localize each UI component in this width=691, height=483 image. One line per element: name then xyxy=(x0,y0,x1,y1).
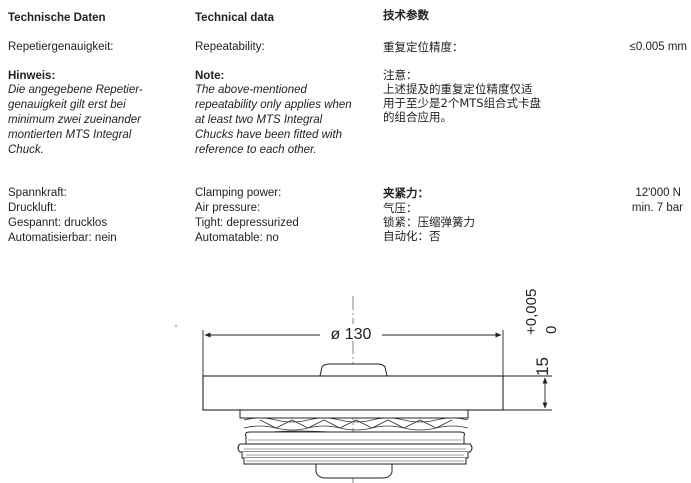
air-label-de: Druckluft: xyxy=(8,202,57,214)
note-line-zh: 上述提及的重复定位精度仅适 xyxy=(383,82,533,96)
note-line-zh: 用于至少是2个MTS组合式卡盘 xyxy=(383,96,542,110)
note-line-en: reference to each other. xyxy=(195,144,317,156)
auto-label-en: Automatable: no xyxy=(195,232,279,244)
note-line-de: minimum zwei zueinander xyxy=(8,114,141,126)
note-line-de: Die angegebene Repetier- xyxy=(8,84,143,96)
diameter-label: ø 130 xyxy=(331,326,372,343)
repeat-label-zh: 重复定位精度： xyxy=(383,40,464,54)
air-label-en: Air pressure: xyxy=(195,202,261,214)
note-line-de: Chuck. xyxy=(8,144,44,156)
air-value: min. 7 bar xyxy=(631,202,683,214)
note-line-en: at least two MTS Integral xyxy=(195,114,323,126)
note-line-de: genauigkeit gilt erst bei xyxy=(8,99,126,111)
note-title-en: Note: xyxy=(195,70,225,82)
lower-flange xyxy=(239,409,469,419)
stray-dot xyxy=(175,325,177,327)
note-line-en: repeatability only applies when xyxy=(195,99,352,111)
repeat-label-de: Repetiergenauigkeit: xyxy=(8,41,114,53)
auto-label-zh: 自动化：否 xyxy=(383,229,441,243)
top-boss xyxy=(319,363,388,377)
note-line-en: Chucks have been fitted with xyxy=(195,129,343,141)
note-line-zh: 的组合应用。 xyxy=(383,110,452,124)
repeat-value: ≤0.005 mm xyxy=(629,41,687,53)
body-grooves xyxy=(244,439,466,462)
note-title-de: Hinweis: xyxy=(8,70,56,82)
clamp-label-en: Clamping power: xyxy=(195,187,282,199)
clamp-value: 12'000 N xyxy=(635,187,681,199)
note-line-de: montierten MTS Integral xyxy=(8,129,132,141)
clamp-label-de: Spannkraft: xyxy=(8,187,67,199)
repeat-label-en: Repeatability: xyxy=(195,41,265,53)
diameter-label-bg xyxy=(320,324,382,341)
tight-label-zh: 锁紧：压缩弹簧力 xyxy=(383,215,475,229)
height-label: 15 xyxy=(533,357,552,376)
note-line-en: The above-mentioned xyxy=(195,84,307,96)
auto-label-de: Automatisierbar: nein xyxy=(8,232,117,244)
tolerance-upper: +0,005 xyxy=(523,289,540,335)
heading-de: Technische Daten xyxy=(8,12,106,24)
main-plate xyxy=(202,375,504,411)
air-label-zh: 气压： xyxy=(383,201,418,215)
tight-label-de: Gespannt: drucklos xyxy=(8,217,108,229)
clamp-label-zh: 夹紧力： xyxy=(383,186,429,200)
tight-label-en: Tight: depressurized xyxy=(195,217,299,229)
heading-zh: 技术参数 xyxy=(383,8,429,22)
lower-body xyxy=(237,431,473,465)
tolerance-lower: 0 xyxy=(543,326,560,334)
bottom-spigot xyxy=(315,463,393,479)
heading-en: Technical data xyxy=(195,12,275,24)
note-title-zh: 注意： xyxy=(383,68,418,82)
